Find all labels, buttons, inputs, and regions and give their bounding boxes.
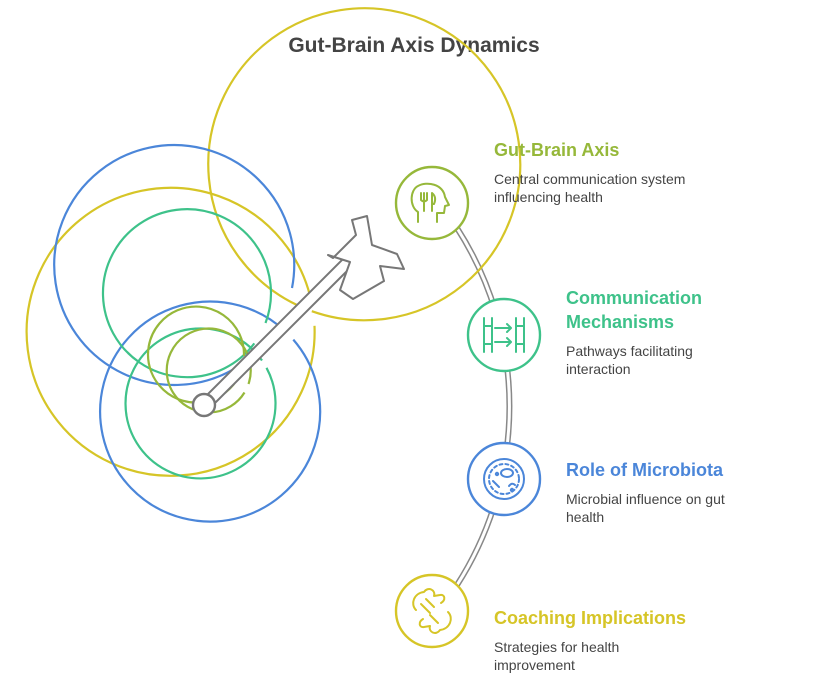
item-title: Role of Microbiota [566,460,723,480]
item-role-of-microbiota: Role of Microbiota Microbial influence o… [566,458,786,526]
item-title: Communication Mechanisms [566,288,703,332]
target-rings [25,7,522,523]
head-fork-knife-icon [410,182,450,223]
item-communication-mechanisms: Communication Mechanisms Pathways facili… [566,286,746,378]
page-title: Gut-Brain Axis Dynamics [288,34,540,57]
arrow [191,215,405,418]
microbe-petri-icon [483,458,525,500]
step-circle-coaching-implications [394,573,470,649]
step-circle-communication-mechanisms [466,297,542,373]
exchange-arrows-icon [483,317,525,353]
item-coaching-implications: Coaching Implications Strategies for hea… [494,606,754,674]
step-circle-gut-brain-axis [394,165,470,241]
helping-hands-icon [412,588,452,634]
arrow-fletching [327,215,405,300]
item-description: Strategies for health improvement [494,639,620,673]
item-gut-brain-axis: Gut-Brain Axis Central communication sys… [494,138,754,206]
item-title: Gut-Brain Axis [494,140,620,160]
item-description: Central communication system influencing… [494,171,686,205]
item-description: Microbial influence on gut health [566,491,725,525]
target-ring-yellow-outer [207,7,522,322]
target-ring-green-outer [101,208,273,379]
arrow-tip [191,392,217,418]
connector-arc [454,225,513,588]
target-ring-blue-inner [99,300,322,523]
step-circle-role-of-microbiota [466,441,542,517]
item-title: Coaching Implications [494,608,687,628]
target-ring-yellow-inner [25,186,316,477]
item-description: Pathways facilitating interaction [566,343,693,377]
target-ring-blue-outer [53,143,296,387]
